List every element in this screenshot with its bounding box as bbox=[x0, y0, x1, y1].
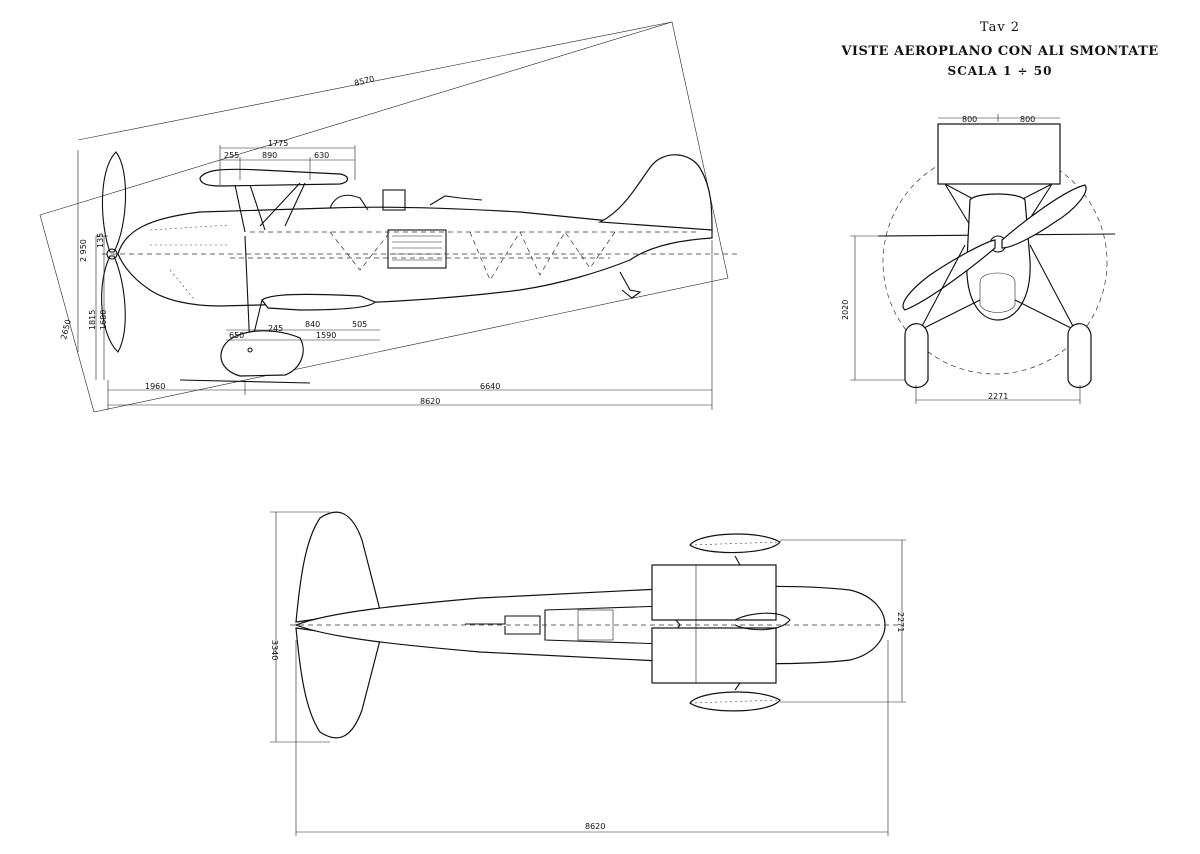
side-hatch bbox=[387, 229, 447, 269]
dim-890: 890 bbox=[262, 151, 277, 160]
top-view: 3340 2271 8620 bbox=[270, 511, 906, 836]
dim-800-right: 800 bbox=[1020, 115, 1035, 124]
dim-2020: 2020 bbox=[841, 300, 850, 320]
wing-center-upper bbox=[651, 564, 777, 621]
dim-1680: 1680 bbox=[99, 310, 108, 330]
machine-gun-top bbox=[465, 615, 541, 635]
landing-gear-front bbox=[919, 244, 1076, 331]
fuselage-front bbox=[966, 193, 1031, 321]
dim-650: 650 bbox=[229, 331, 244, 340]
propeller-side bbox=[101, 151, 127, 353]
fuselage-side bbox=[117, 206, 713, 307]
dim-2650: 2650 bbox=[59, 319, 73, 341]
dim-840: 840 bbox=[305, 320, 320, 329]
dim-2950: 2 950 bbox=[79, 239, 88, 262]
dim-8620-top: 8620 bbox=[585, 822, 605, 831]
dim-135: 135 bbox=[96, 233, 105, 248]
dim-800-left: 800 bbox=[962, 115, 977, 124]
tail-skid bbox=[619, 271, 642, 299]
cockpit-panel bbox=[382, 189, 406, 211]
wheel-right-front bbox=[1067, 323, 1092, 389]
side-envelope bbox=[39, 21, 729, 413]
dim-1815: 1815 bbox=[88, 310, 97, 330]
dim-1960: 1960 bbox=[145, 382, 165, 391]
lower-wing-stub bbox=[261, 293, 376, 311]
tail-plane-upper bbox=[295, 511, 381, 623]
dim-8570: 8570 bbox=[353, 74, 375, 88]
upper-wing-stub bbox=[199, 168, 349, 187]
dim-3340: 3340 bbox=[270, 640, 279, 660]
dim-630: 630 bbox=[314, 151, 329, 160]
propeller-blade-upper bbox=[1001, 184, 1087, 249]
front-view: 800 800 2020 2271 bbox=[841, 114, 1116, 404]
engine-hub-top bbox=[734, 612, 791, 631]
engine-outline bbox=[149, 224, 231, 301]
tail-plane-lower bbox=[295, 627, 381, 739]
tail-fin-side bbox=[597, 154, 713, 231]
wing-center-lower bbox=[651, 627, 777, 684]
dim-1590: 1590 bbox=[316, 331, 336, 340]
plate-number: Tav 2 bbox=[979, 20, 1021, 35]
propeller-disc bbox=[882, 149, 1108, 375]
dim-6640: 6640 bbox=[480, 382, 500, 391]
machine-gun bbox=[429, 195, 483, 206]
fuselage-truss bbox=[230, 231, 700, 281]
side-view: 8570 bbox=[39, 21, 740, 413]
dim-2271-top: 2271 bbox=[896, 612, 905, 632]
upper-wing-center bbox=[937, 123, 1061, 185]
dim-8620-side: 8620 bbox=[420, 397, 440, 406]
dim-505: 505 bbox=[352, 320, 367, 329]
dim-255: 255 bbox=[224, 151, 239, 160]
dim-2271-front: 2271 bbox=[988, 392, 1008, 401]
dim-245: 245 bbox=[268, 324, 283, 333]
drawing-scale: SCALA 1 ÷ 50 bbox=[947, 64, 1053, 78]
cockpit-windscreen bbox=[329, 194, 369, 211]
dim-1775: 1775 bbox=[268, 139, 288, 148]
cabane-struts bbox=[234, 182, 306, 233]
wheel-left-front bbox=[904, 323, 929, 389]
ground-line bbox=[179, 379, 311, 384]
drawing-title: VISTE AEROPLANO CON ALI SMONTATE bbox=[841, 44, 1159, 59]
wheel-fairing bbox=[220, 330, 304, 377]
diagonal-dim-line bbox=[77, 21, 673, 141]
